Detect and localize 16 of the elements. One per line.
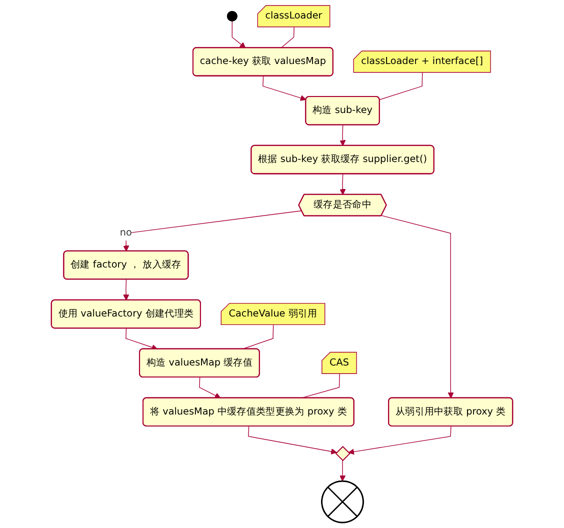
- arrow: [262, 76, 306, 101]
- arrow: [381, 215, 454, 398]
- arrow: [348, 426, 452, 455]
- edge-label: no: [120, 227, 132, 238]
- arrow: [126, 328, 158, 350]
- connector: [379, 72, 423, 100]
- arrow: [248, 426, 337, 454]
- connector: [280, 26, 294, 48]
- arrow: [339, 460, 346, 482]
- arrow: [123, 210, 302, 252]
- arrow: [123, 279, 130, 300]
- arrow: [199, 377, 221, 398]
- arrow: [232, 20, 246, 48]
- arrow: [340, 124, 346, 146]
- arrow: [340, 174, 346, 195]
- node-diamond: [335, 446, 350, 462]
